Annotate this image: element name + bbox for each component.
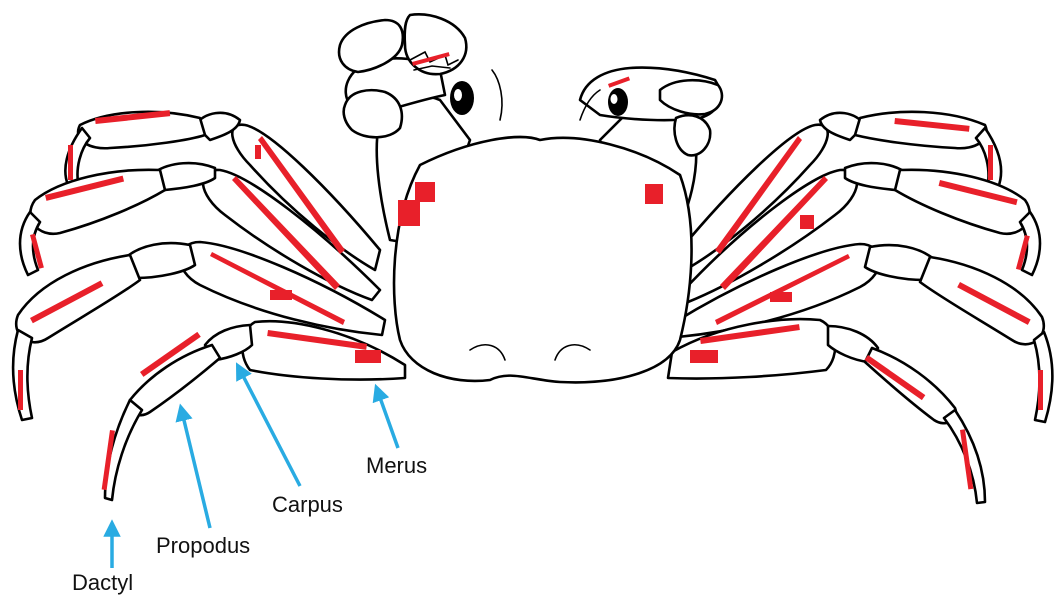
merus-arrow <box>378 392 398 448</box>
muscle-mark <box>645 184 663 204</box>
muscle-mark <box>398 200 420 226</box>
propodus-arrow <box>182 412 210 528</box>
dactyl-label: Dactyl <box>72 570 133 595</box>
muscle-mark <box>988 145 993 180</box>
muscle-mark <box>355 350 381 363</box>
muscle-mark <box>690 350 718 363</box>
right-legs <box>668 112 1052 503</box>
muscle-mark <box>18 370 23 410</box>
carpus-arrow <box>240 370 300 486</box>
muscle-mark <box>1038 370 1043 410</box>
muscle-mark <box>255 145 261 159</box>
carpus-label: Carpus <box>272 492 343 517</box>
propodus-label: Propodus <box>156 533 250 558</box>
segment-labels: Merus Carpus Propodus Dactyl <box>72 453 427 595</box>
muscle-mark <box>270 290 292 300</box>
right-leg-4 <box>668 319 985 503</box>
muscle-mark <box>800 215 814 229</box>
muscle-mark <box>770 292 792 302</box>
muscle-mark <box>68 145 73 180</box>
muscle-mark <box>415 182 435 202</box>
merus-label: Merus <box>366 453 427 478</box>
